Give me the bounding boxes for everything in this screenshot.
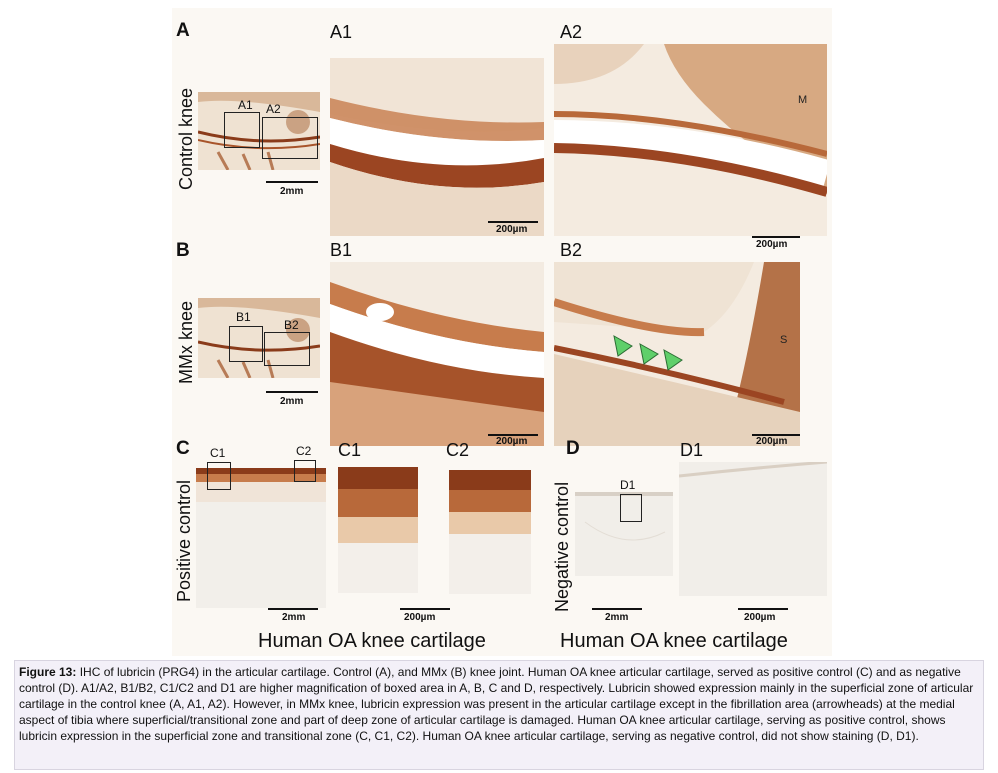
scale-text-b: 2mm <box>280 396 304 407</box>
scale-text-d: 2mm <box>605 612 629 623</box>
scale-bar-b <box>266 391 318 393</box>
scale-bar-b2 <box>752 434 800 436</box>
box-label-b2: B2 <box>284 318 299 332</box>
scale-bar-c-zoom <box>400 608 450 610</box>
micrograph-c2 <box>449 470 531 594</box>
scale-text-c-zoom: 200µm <box>404 612 436 623</box>
scale-bar-a2 <box>752 236 800 238</box>
box-marker-c2 <box>294 460 316 482</box>
panel-letter-a: A <box>176 20 190 41</box>
panel-label-a2: A2 <box>560 22 583 42</box>
arrowhead-group <box>613 335 683 371</box>
micrograph-c1 <box>338 467 418 593</box>
caption-lead: Figure 13: <box>19 665 77 679</box>
box-marker-a2 <box>262 117 318 159</box>
box-label-a1: A1 <box>238 98 253 112</box>
scale-bar-b1 <box>488 434 538 436</box>
box-marker-a1 <box>224 112 260 148</box>
arrowhead-1 <box>613 335 633 357</box>
row-label-negative-control: Negative control <box>552 481 572 612</box>
scale-text-c: 2mm <box>282 612 306 623</box>
scale-bar-c <box>268 608 318 610</box>
box-label-c1: C1 <box>210 446 226 460</box>
box-marker-b1 <box>229 326 263 362</box>
panel-label-c1: C1 <box>338 440 362 460</box>
micrograph-d1 <box>679 462 827 596</box>
scale-text-a: 2mm <box>280 186 304 197</box>
caption-text: IHC of lubricin (PRG4) in the articular … <box>19 665 974 743</box>
micrograph-a1 <box>330 58 544 236</box>
box-marker-d1 <box>620 494 642 522</box>
scale-bar-d <box>592 608 642 610</box>
box-label-a2: A2 <box>266 102 281 116</box>
scale-text-b2: 200µm <box>756 436 788 447</box>
panel-label-b1: B1 <box>330 240 353 260</box>
scale-text-a2: 200µm <box>756 239 788 250</box>
panel-label-b2: B2 <box>560 240 583 260</box>
scale-text-d1: 200µm <box>744 612 776 623</box>
scale-text-b1: 200µm <box>496 436 528 447</box>
box-marker-b2 <box>264 332 310 366</box>
row-label-mmx-knee: MMx knee <box>176 300 196 384</box>
panel-letter-d: D <box>566 438 580 459</box>
tag-meniscus: M <box>798 94 808 106</box>
panel-label-a1: A1 <box>330 22 353 42</box>
row-label-control-knee: Control knee <box>176 87 196 190</box>
overview-image-c <box>196 468 326 608</box>
overview-image-b <box>198 298 320 378</box>
box-label-d1: D1 <box>620 478 636 492</box>
panel-label-d1: D1 <box>680 440 704 460</box>
scale-text-a1: 200µm <box>496 224 528 235</box>
micrograph-a2 <box>554 44 827 236</box>
micrograph-b1 <box>330 262 544 446</box>
figure-caption: Figure 13: IHC of lubricin (PRG4) in the… <box>14 660 984 770</box>
arrowhead-3 <box>663 349 683 371</box>
box-label-c2: C2 <box>296 444 312 458</box>
panel-label-c2: C2 <box>446 440 470 460</box>
panel-letter-c: C <box>176 438 190 459</box>
scale-bar-a1 <box>488 221 538 223</box>
box-label-b1: B1 <box>236 310 251 324</box>
panel-letter-b: B <box>176 240 190 261</box>
bottom-title-left: Human OA knee cartilage <box>258 630 486 652</box>
row-label-positive-control: Positive control <box>174 479 194 602</box>
bottom-title-right: Human OA knee cartilage <box>560 630 788 652</box>
micrograph-b2 <box>554 262 800 446</box>
arrowhead-2 <box>639 343 659 365</box>
scale-bar-a <box>266 181 318 183</box>
tag-synovium: S <box>780 334 788 346</box>
box-marker-c1 <box>207 462 231 490</box>
scale-bar-d1 <box>738 608 788 610</box>
